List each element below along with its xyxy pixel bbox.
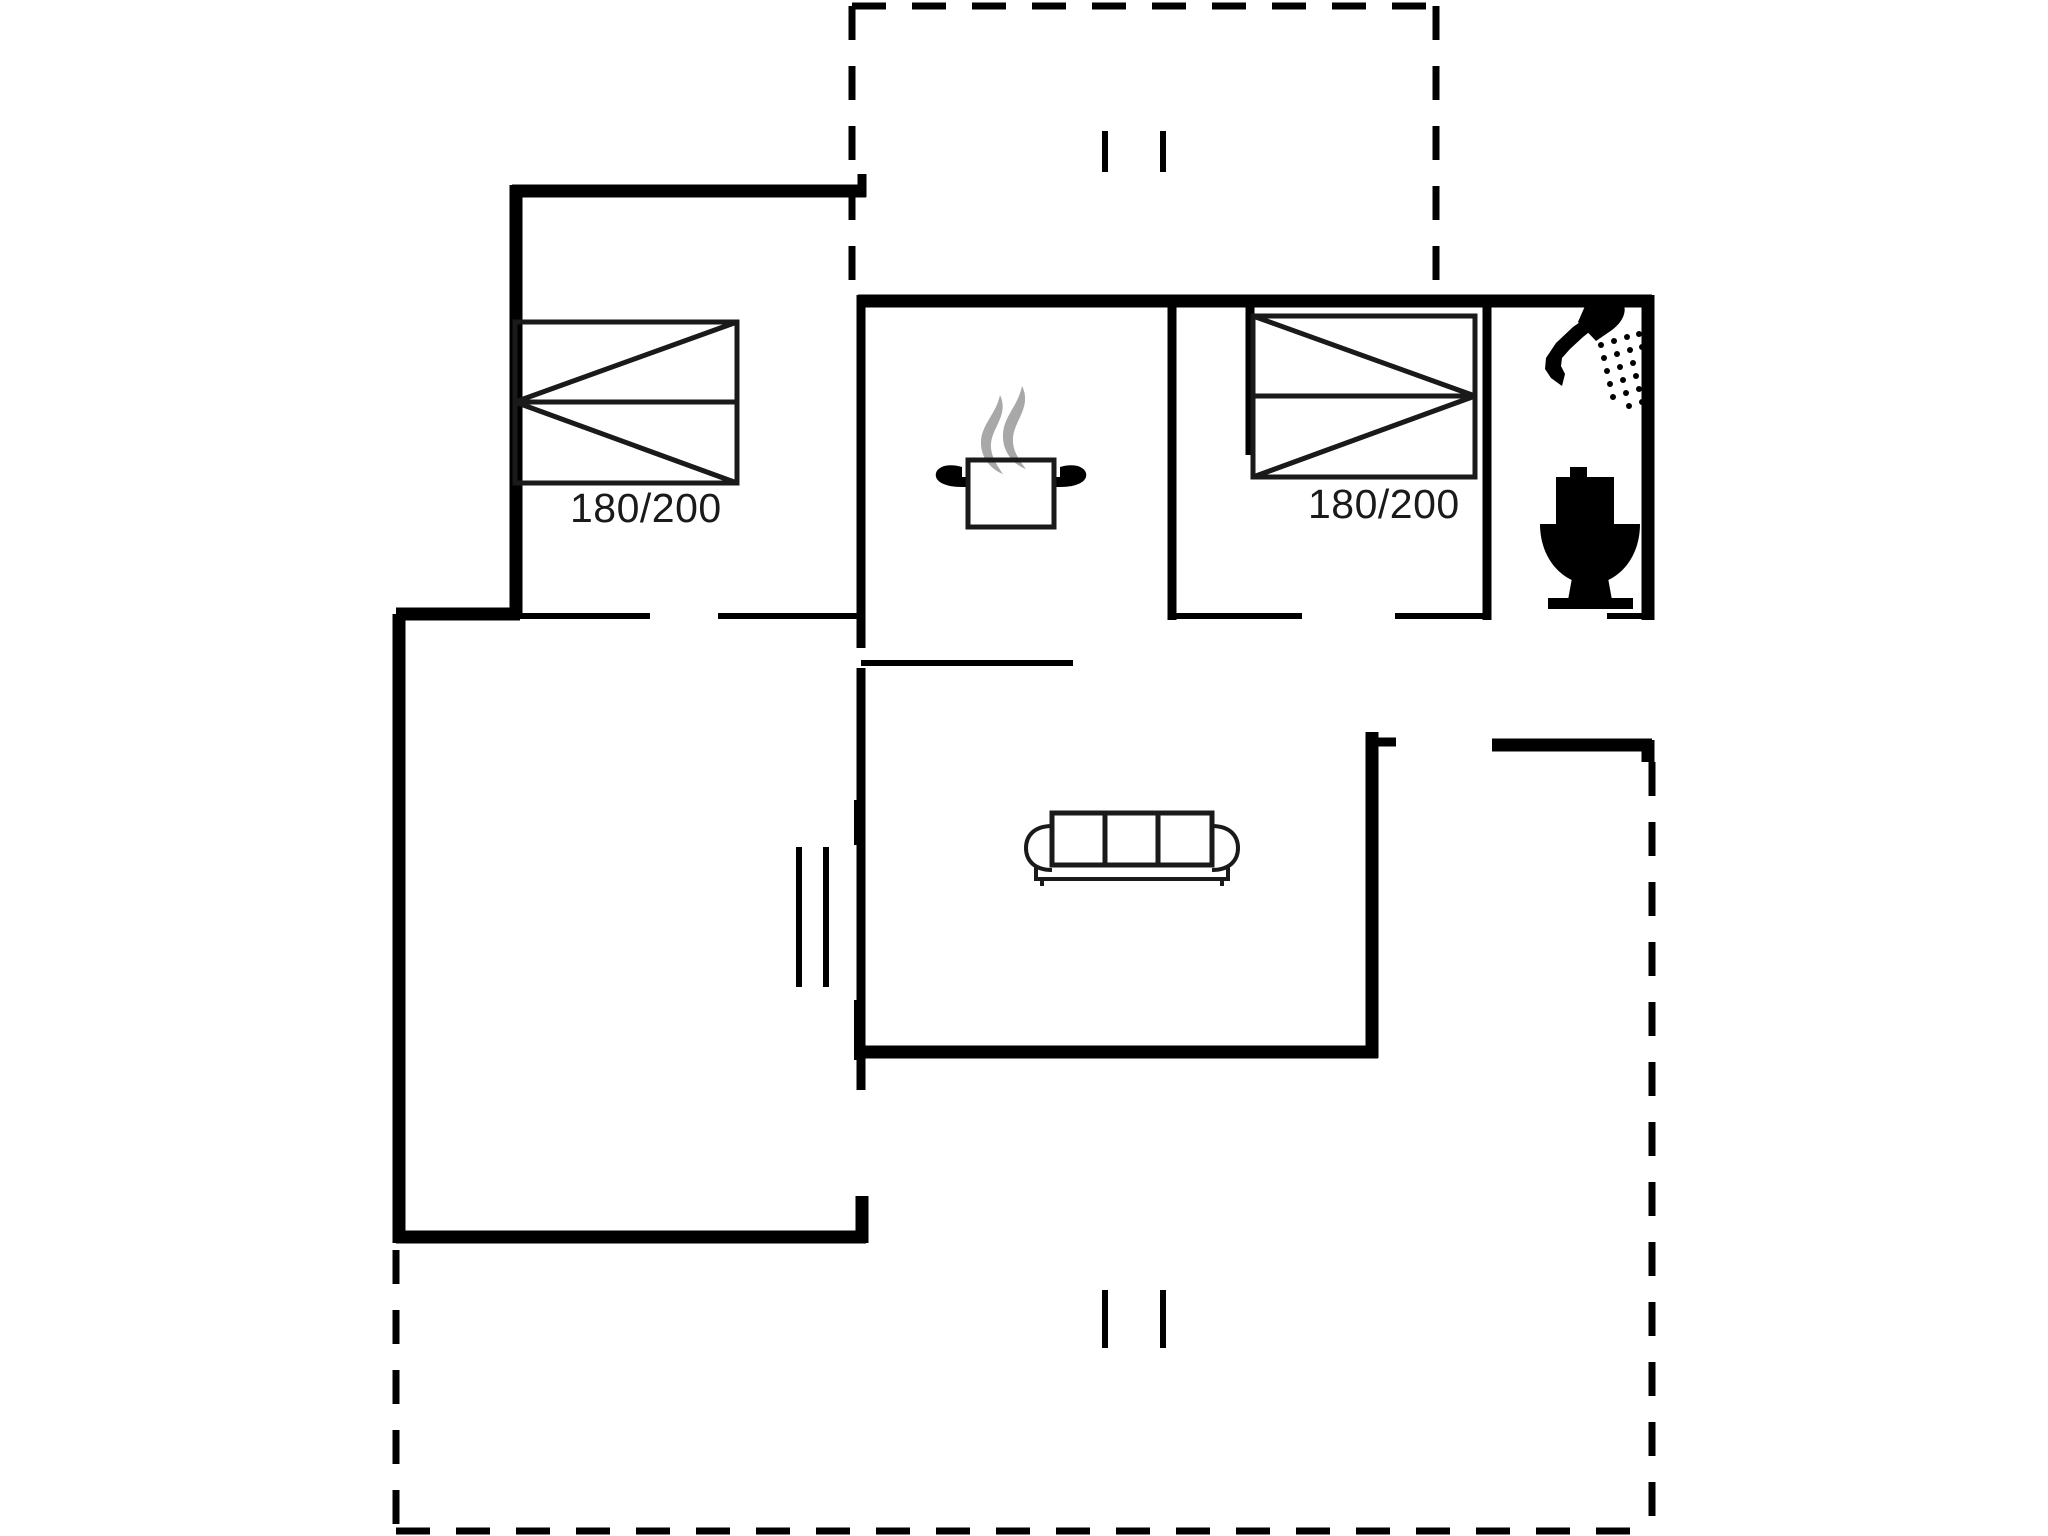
sofa-icon	[1023, 810, 1241, 886]
bed-left-dimension-label: 180/200	[570, 485, 722, 531]
window-marks	[796, 131, 1166, 1348]
double-bed-icon-left	[512, 319, 740, 486]
cooking-pot-icon	[935, 386, 1087, 530]
double-bed-icon-right	[1250, 313, 1478, 480]
toilet-icon	[1540, 467, 1640, 609]
shower-head-icon	[1545, 294, 1648, 409]
bed-right-dimension-label: 180/200	[1308, 481, 1460, 527]
roof-overhang-outline	[392, 2, 1656, 1535]
wall-network	[392, 174, 1655, 1244]
